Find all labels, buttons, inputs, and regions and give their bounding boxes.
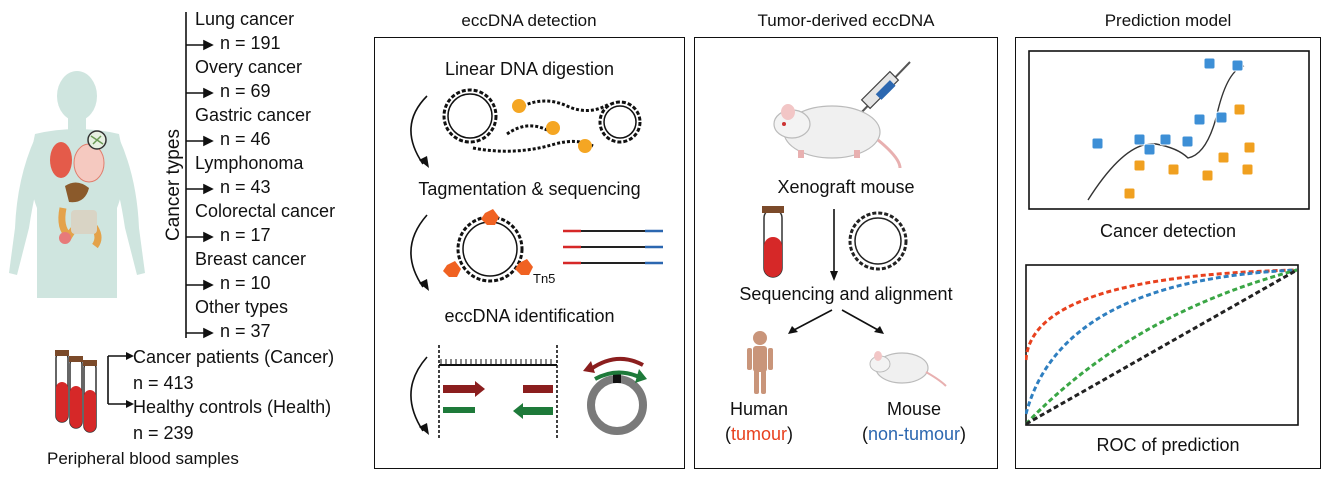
step-tagmentation: Tagmentation & sequencing xyxy=(418,179,641,199)
cancer-detection-label: Cancer detection xyxy=(1099,221,1237,241)
orange-sample-marker xyxy=(1243,141,1256,154)
tn5-enzyme xyxy=(481,209,499,225)
cancer-type-count: n = 46 xyxy=(220,129,271,149)
non-tumour-word: non-tumour xyxy=(867,424,961,444)
orange-sample-marker xyxy=(1167,163,1180,176)
detection-panel xyxy=(374,37,685,469)
orange-sample-marker xyxy=(1241,163,1254,176)
blue-sample-marker xyxy=(1231,59,1244,72)
blue-sample-marker xyxy=(1133,133,1146,146)
circular-dna xyxy=(442,88,498,144)
blue-sample-marker xyxy=(1203,57,1216,70)
tagmentation-illustration: Tn5 xyxy=(410,209,663,291)
group-cancer-name: Cancer patients (Cancer) xyxy=(133,347,335,367)
cancer-type-count: n = 191 xyxy=(220,33,281,53)
orange-sample-marker xyxy=(1201,169,1214,182)
arrow-head xyxy=(203,135,214,147)
blue-sample-marker xyxy=(1091,137,1104,150)
human-label: Human xyxy=(729,399,789,419)
arrow-head xyxy=(203,327,214,339)
read-arrow xyxy=(443,381,485,397)
cancer-type-name: Other types xyxy=(195,297,289,317)
identification-illustration xyxy=(410,345,647,439)
roc-curve-green xyxy=(1025,268,1298,426)
group-cancer-count: n = 413 xyxy=(133,373,194,393)
human-body-illustration xyxy=(9,71,145,298)
tn5-label: Tn5 xyxy=(533,271,555,286)
human-paren-close: ) xyxy=(787,424,794,444)
exonuclease-dot xyxy=(512,99,526,113)
detection-header: eccDNA detection xyxy=(461,11,597,30)
mouse-paren-open: ( xyxy=(861,424,868,444)
blue-sample-marker xyxy=(1159,133,1172,146)
human-paren-open: ( xyxy=(724,424,731,444)
group-arrows xyxy=(107,352,134,408)
xenograft-label: Xenograft mouse xyxy=(777,177,915,197)
cancer-type-name: Overy cancer xyxy=(195,57,303,77)
tumor-panel xyxy=(694,37,998,469)
arrow-head xyxy=(203,231,214,243)
split-arrows xyxy=(788,309,884,334)
prediction-panel xyxy=(1015,37,1321,469)
step-linear-digestion: Linear DNA digestion xyxy=(444,59,615,79)
blue-sample-marker xyxy=(1193,113,1206,126)
tube-and-dna-illustration xyxy=(762,206,908,281)
human-tumour-label: (tumour) xyxy=(709,423,809,445)
roc-curve-diagonal xyxy=(1025,268,1298,426)
cancer-type-count: n = 69 xyxy=(220,81,271,101)
xenograft-mouse-illustration xyxy=(773,61,911,169)
eccdna-circle xyxy=(587,375,647,435)
roc-curve-blue xyxy=(1025,268,1298,415)
blue-sample-marker xyxy=(1181,135,1194,148)
lung-icon xyxy=(50,142,72,178)
orange-sample-marker xyxy=(1233,103,1246,116)
arrow-head xyxy=(203,87,214,99)
cancer-type-name: Gastric cancer xyxy=(195,105,312,125)
group-health-name: Healthy controls (Health) xyxy=(133,397,332,417)
cancer-type-count: n = 43 xyxy=(220,177,271,197)
cancer-type-count: n = 37 xyxy=(220,321,271,341)
group-health-count: n = 239 xyxy=(133,423,194,443)
cancer-type-count: n = 10 xyxy=(220,273,271,293)
cancer-detection-plot xyxy=(1028,50,1310,210)
roc-label: ROC of prediction xyxy=(1096,435,1240,455)
sequencing-alignment-label: Sequencing and alignment xyxy=(739,284,953,304)
mouse-paren-close: ) xyxy=(960,424,967,444)
cancer-type-count: n = 17 xyxy=(220,225,271,245)
cancer-type-name: Breast cancer xyxy=(195,249,307,269)
blood-tubes-illustration xyxy=(55,350,97,433)
orange-sample-marker xyxy=(1133,159,1146,172)
small-mouse-icon xyxy=(869,351,947,387)
arrow-head xyxy=(203,39,214,51)
blue-sample-marker xyxy=(1215,111,1228,124)
tumour-word: tumour xyxy=(730,424,788,444)
orange-sample-marker xyxy=(1217,151,1230,164)
cancer-type-name: Colorectal cancer xyxy=(195,201,336,221)
mouse-label: Mouse xyxy=(886,399,942,419)
cancer-type-name: Lung cancer xyxy=(195,9,295,29)
arrow-head xyxy=(203,279,214,291)
peripheral-blood-label: Peripheral blood samples xyxy=(47,449,239,468)
cancer-type-name: Lymphonoma xyxy=(195,153,304,173)
blue-sample-marker xyxy=(1143,143,1156,156)
mouse-non-tumour-label: (non-tumour) xyxy=(852,423,976,445)
digestion-illustration xyxy=(410,88,642,168)
step-eccdna-identification: eccDNA identification xyxy=(444,306,615,326)
orange-sample-marker xyxy=(1123,187,1136,200)
human-figure-icon xyxy=(747,331,773,394)
prediction-header: Prediction model xyxy=(1104,11,1232,30)
cancer-types-bracket xyxy=(185,12,214,339)
arrow-head xyxy=(203,183,214,195)
tumor-header: Tumor-derived eccDNA xyxy=(757,11,935,30)
roc-plot xyxy=(1025,264,1299,426)
